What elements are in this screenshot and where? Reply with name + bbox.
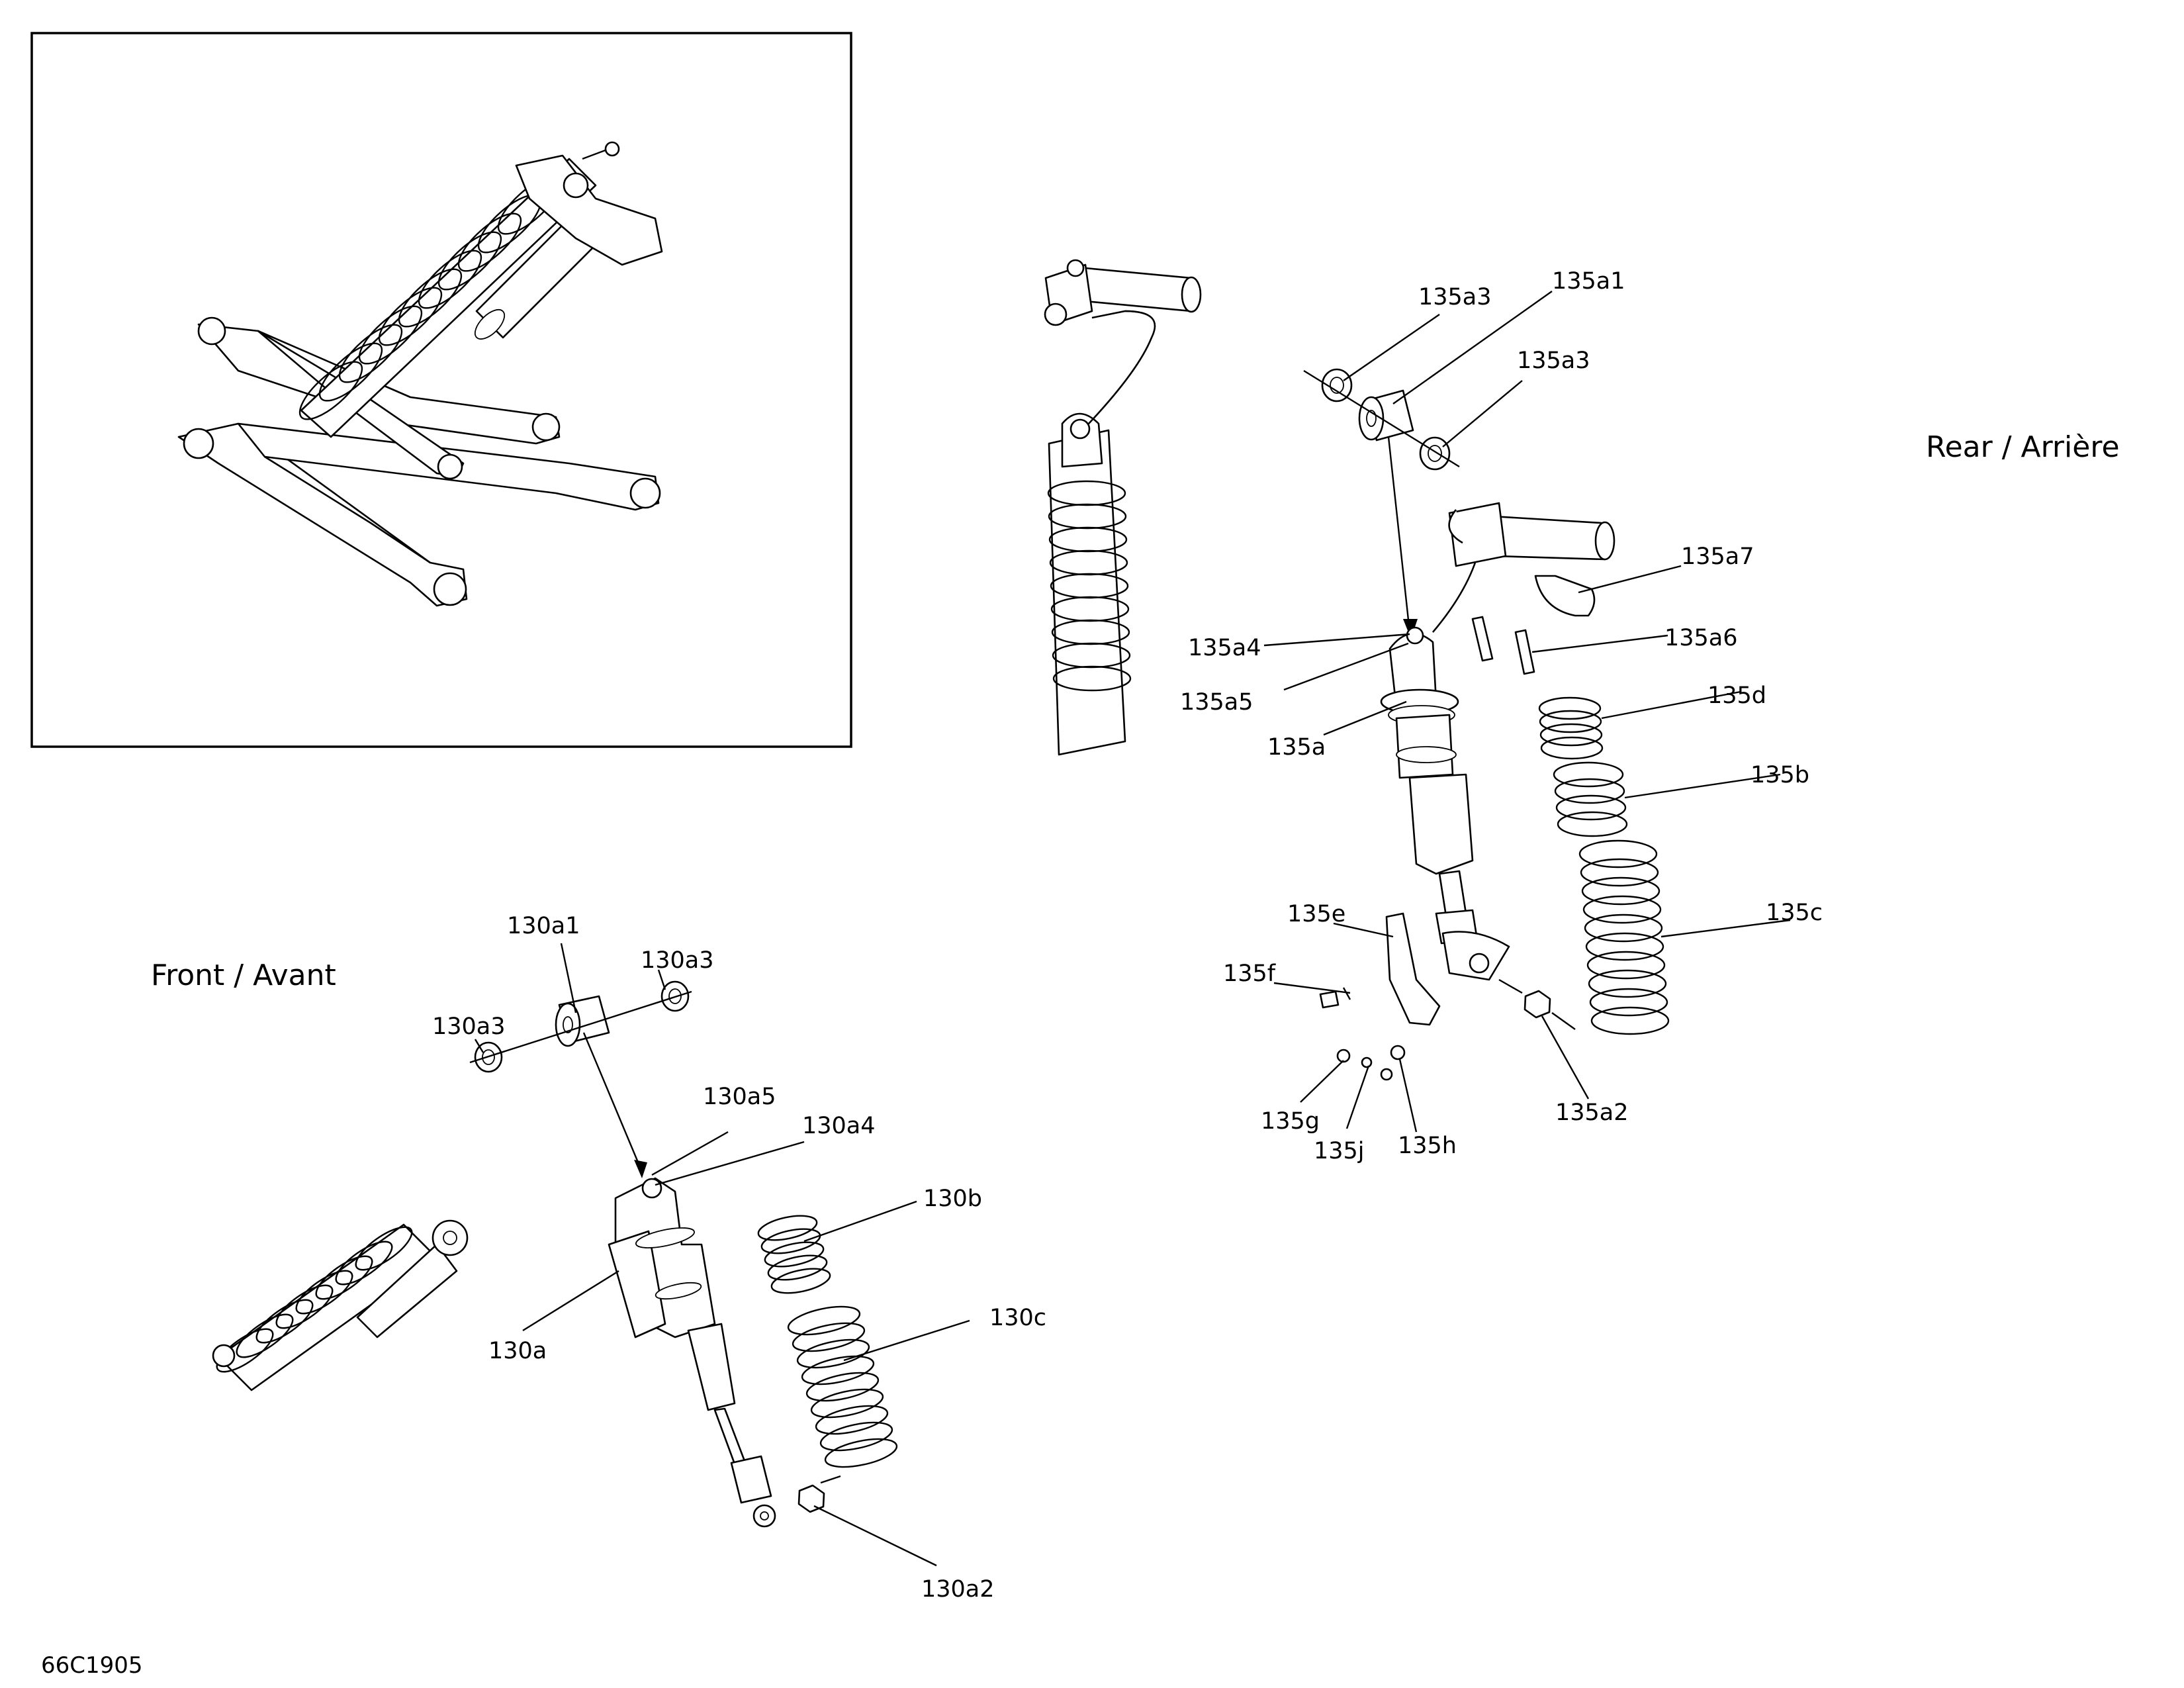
- drawing-code: 66C1905: [41, 1652, 143, 1679]
- callout-130a3-left: 130a3: [432, 1013, 506, 1040]
- callout-130c: 130c: [989, 1305, 1046, 1331]
- front-callouts: 130a1 130a3 130a3 130a5 130a4 130b 130c …: [432, 913, 1046, 1603]
- rear-spring-135b: [1553, 761, 1628, 837]
- front-spring-130c: [787, 1305, 898, 1468]
- front-spring-130b: [757, 1215, 831, 1294]
- callout-135a2: 135a2: [1555, 1100, 1629, 1126]
- callout-130b: 130b: [923, 1186, 982, 1212]
- rear-exploded-parts: [1303, 368, 1670, 1081]
- callout-135a5: 135a5: [1180, 689, 1253, 716]
- front-exploded-parts: [469, 980, 898, 1528]
- callout-130a1: 130a1: [507, 913, 580, 939]
- front-leader-lines: [474, 943, 970, 1567]
- callout-135a3-right: 135a3: [1517, 348, 1590, 374]
- callout-130a4: 130a4: [802, 1113, 876, 1139]
- callout-135a6: 135a6: [1664, 625, 1738, 651]
- front-view-title: Front / Avant: [151, 959, 336, 992]
- rear-spring-135c: [1578, 839, 1670, 1035]
- callout-130a: 130a: [488, 1338, 547, 1364]
- callout-130a2: 130a2: [921, 1576, 995, 1603]
- callout-135d: 135d: [1707, 682, 1766, 709]
- assembly-inset: [30, 32, 852, 748]
- rear-spring-135d: [1538, 696, 1604, 760]
- rear-leader-lines: [1263, 291, 1791, 1133]
- callout-135c: 135c: [1766, 900, 1823, 926]
- front-shock-assembled: [212, 1219, 469, 1391]
- front-assembled-coils: [216, 1226, 413, 1373]
- callout-135e: 135e: [1287, 901, 1345, 927]
- callout-135a4: 135a4: [1188, 635, 1261, 661]
- callout-135g: 135g: [1261, 1108, 1320, 1135]
- callout-135a: 135a: [1267, 734, 1326, 761]
- callout-135a3-left: 135a3: [1418, 284, 1492, 310]
- callout-130a3-right: 130a3: [641, 947, 714, 974]
- callout-135a1: 135a1: [1552, 268, 1625, 295]
- rear-assembled-coils: [1047, 480, 1132, 692]
- callout-135b: 135b: [1751, 762, 1809, 788]
- callout-135f: 135f: [1223, 961, 1276, 987]
- rear-view-title: Rear / Arrière: [1926, 430, 2120, 464]
- callout-135a7: 135a7: [1681, 543, 1754, 570]
- callout-130a5: 130a5: [703, 1084, 776, 1110]
- rear-shock-assembled: [1044, 259, 1202, 756]
- callout-135j: 135j: [1314, 1138, 1365, 1164]
- callout-135h: 135h: [1398, 1133, 1457, 1159]
- rear-callouts: 135a3 135a1 135a3 135a7 135a4 135a6 135a…: [1180, 268, 1823, 1164]
